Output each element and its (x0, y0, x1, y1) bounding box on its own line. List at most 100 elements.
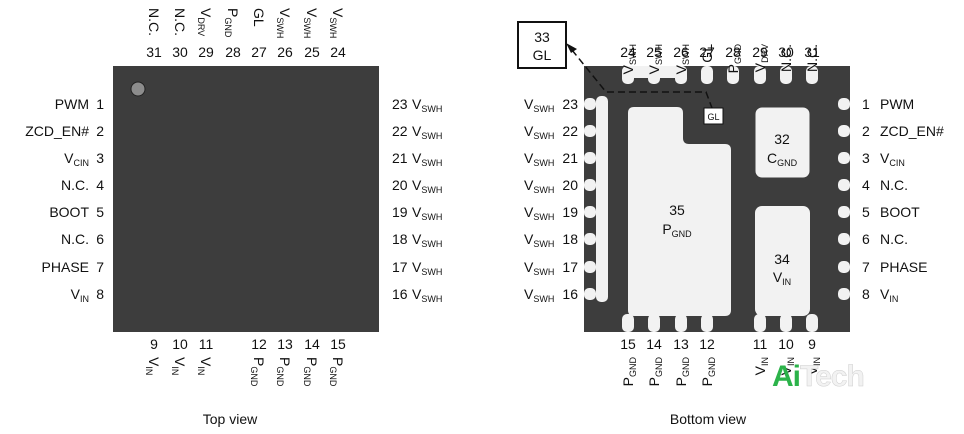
top-view-top-pins: 31N.C.30N.C.29VDRV28PGND27GL26VSWH25VSWH… (146, 8, 346, 60)
pin-number: 18 (562, 231, 578, 247)
callout-leader-line (571, 49, 713, 109)
bottom-view-pads (584, 66, 850, 332)
pin-name: PGND (646, 357, 664, 387)
pin-name: VSWH (620, 44, 638, 74)
bottom-right-pad (838, 179, 850, 191)
pin-name: VSWH (524, 259, 554, 277)
pin-number: 10 (778, 336, 794, 352)
pin-number: 23 (562, 96, 578, 112)
pin-name: PGND (302, 357, 320, 387)
top-view-caption: Top view (203, 411, 258, 427)
bottom-left-pad (584, 98, 596, 110)
callout-33-number: 33 (534, 29, 550, 45)
pin-name: PGND (673, 357, 691, 387)
pin-name: VSWH (524, 204, 554, 222)
bottom-top-pad (806, 66, 818, 84)
pin-name: PWM (55, 96, 89, 112)
pin-name: PWM (880, 96, 914, 112)
pin-name: VSWH (328, 8, 346, 38)
pin-number: 21 (392, 150, 408, 166)
pin-name: VIN (880, 286, 898, 304)
pin-number: 27 (251, 44, 267, 60)
pin-number: 18 (392, 231, 408, 247)
bottom-bottom-pad (806, 314, 818, 332)
pin-number: 22 (562, 123, 578, 139)
pin-name: N.C. (880, 177, 908, 193)
pin-number: 30 (172, 44, 188, 60)
bottom-left-pad (584, 179, 596, 191)
bottom-bottom-pad (754, 314, 766, 332)
top-view-left-pins: 1PWM2ZCD_EN#3VCIN4N.C.5BOOT6N.C.7PHASE8V… (25, 96, 104, 304)
pin-name: PGND (249, 357, 267, 387)
pin-number: 2 (96, 123, 104, 139)
pin-name: VSWH (412, 96, 442, 114)
aitech-watermark: AiTech (772, 360, 865, 394)
bottom-bottom-pad (622, 314, 634, 332)
pin-name: VIN (804, 357, 822, 375)
bottom-left-pad (584, 125, 596, 137)
pin-name: VIN (752, 357, 770, 375)
pin-number: 11 (199, 336, 214, 352)
pin-number: 19 (392, 204, 408, 220)
bottom-bottom-pad (675, 314, 687, 332)
pin-name: VSWH (412, 204, 442, 222)
top-view-package-body (113, 66, 379, 332)
bottom-right-pad (838, 98, 850, 110)
pin-number: 30 (778, 44, 794, 60)
pin-number: 13 (277, 336, 293, 352)
pin-number: 23 (392, 96, 408, 112)
pin-number: 3 (862, 150, 870, 166)
pin-number: 28 (725, 44, 741, 60)
pin-number: 29 (752, 44, 768, 60)
pin-name: GL (251, 8, 267, 27)
pin-name: N.C. (804, 44, 820, 72)
pin-name: VSWH (302, 8, 320, 38)
bottom-left-pad (584, 206, 596, 218)
bottom-right-pad (838, 152, 850, 164)
pin-number: 7 (862, 259, 870, 275)
pad-35-number: 35 (669, 202, 685, 218)
pin-number: 24 (620, 44, 636, 60)
pin-number: 10 (172, 336, 188, 352)
pin-number: 16 (392, 286, 408, 302)
pin-name: VSWH (412, 231, 442, 249)
pin-number: 21 (562, 150, 578, 166)
pin-name: N.C. (880, 231, 908, 247)
pin-number: 8 (862, 286, 870, 302)
pin-name: PHASE (880, 259, 927, 275)
pad-gl-label: GL (707, 112, 719, 122)
pin-name: ZCD_EN# (25, 123, 89, 139)
pin-number: 7 (96, 259, 104, 275)
pin-number: 4 (862, 177, 870, 193)
pin-number: 19 (562, 204, 578, 220)
callout-33-box (517, 21, 567, 69)
pad-32-name: CGND (767, 150, 798, 168)
pin-name: VSWH (412, 259, 442, 277)
pin-name: PGND (725, 44, 743, 74)
pin-number: 29 (198, 44, 214, 60)
pin-name: VSWH (524, 96, 554, 114)
pin-number: 25 (646, 44, 662, 60)
pin-number: 9 (808, 336, 816, 352)
pin-number: 1 (96, 96, 104, 112)
pad-32-number: 32 (774, 131, 790, 147)
bottom-view-caption: Bottom view (670, 411, 747, 427)
pin-number: 20 (562, 177, 578, 193)
pin-name: VSWH (524, 177, 554, 195)
pin-name: VDRV (752, 44, 770, 72)
pad-35-name: PGND (662, 221, 692, 239)
pin-name: VSWH (673, 44, 691, 74)
callout-arrowhead (566, 43, 577, 53)
pin-name: VIN (144, 357, 162, 375)
bottom-left-pad (584, 233, 596, 245)
bottom-bottom-pad (648, 314, 660, 332)
pin-number: 4 (96, 177, 104, 193)
pin-number: 26 (277, 44, 293, 60)
bottom-right-pad (838, 206, 850, 218)
pin-number: 15 (330, 336, 346, 352)
callout-33-name: GL (533, 47, 552, 63)
pin-name: GL (699, 44, 715, 63)
